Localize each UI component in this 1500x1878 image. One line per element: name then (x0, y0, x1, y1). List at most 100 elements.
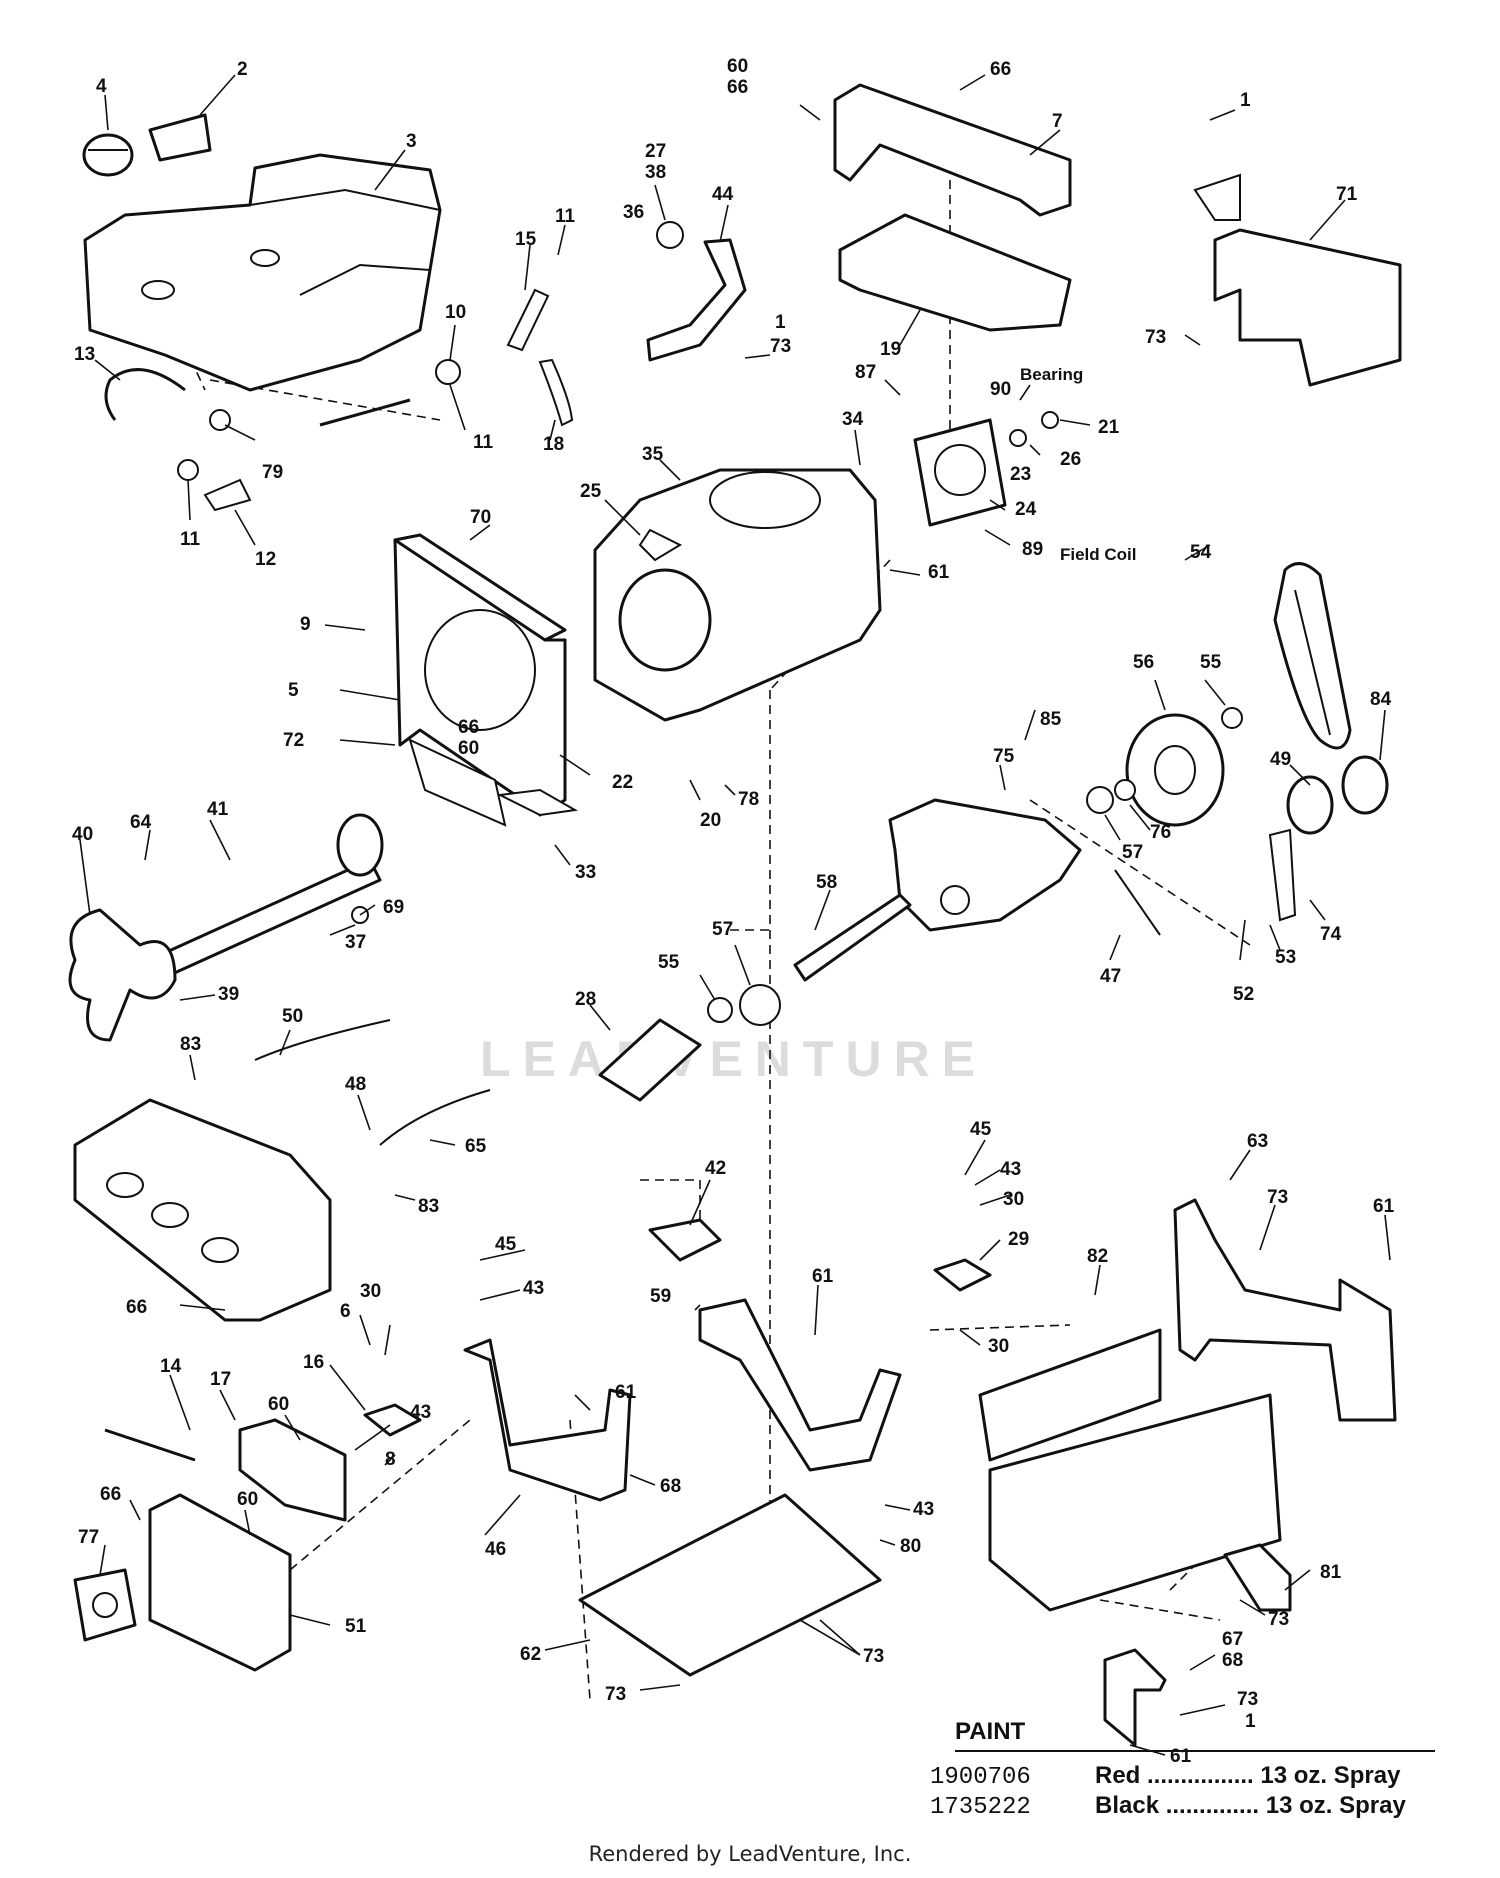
callout: 21 (1098, 417, 1120, 438)
callout: 76 (1150, 822, 1171, 843)
callout: 29 (1008, 1229, 1029, 1250)
frame-59 (698, 1298, 902, 1472)
engine-group (593, 411, 1059, 722)
callout: 87 (855, 362, 876, 383)
callout: 11 (473, 432, 494, 453)
callout: 58 (816, 872, 837, 893)
callout: 20 (700, 810, 721, 831)
callout: 70 (470, 507, 491, 528)
grommet-79 (209, 409, 231, 431)
rail-side (988, 1393, 1282, 1612)
hose-18 (538, 358, 574, 427)
callout: 73 (863, 1646, 884, 1667)
callout: 27 (645, 141, 666, 162)
callout: 19 (880, 339, 901, 360)
fuel-line-13 (104, 368, 186, 421)
callout: 65 (465, 1136, 487, 1157)
callout: 83 (180, 1034, 201, 1055)
frame-group (73, 1198, 1397, 1747)
callout: 73 (1145, 327, 1166, 348)
callout: 53 (1275, 947, 1296, 968)
callout: 61 (1373, 1196, 1395, 1217)
callout: 45 (970, 1119, 992, 1140)
clamp-36 (656, 221, 684, 249)
exhaust-group (646, 221, 747, 362)
callout: 43 (1000, 1159, 1021, 1180)
belt-54 (1273, 562, 1352, 750)
callout: 89 (1022, 539, 1043, 560)
cable-50 (254, 1019, 391, 1061)
rod-70 (393, 533, 567, 642)
paint-desc: Black .............. 13 oz. Spray (1095, 1792, 1406, 1819)
bracket-67 (1103, 1648, 1167, 1747)
callout: 30 (988, 1336, 1009, 1357)
callout: 43 (523, 1278, 544, 1299)
callout: 37 (345, 932, 366, 953)
callout: 1 (1240, 90, 1251, 111)
paint-desc: Red ................ 13 oz. Spray (1095, 1762, 1401, 1789)
bracket-63 (1173, 1198, 1397, 1422)
callout: 7 (1052, 111, 1063, 132)
coupler-28 (598, 1018, 702, 1102)
washer-23 (1009, 429, 1027, 447)
washer-26 (1041, 411, 1059, 429)
callout: 72 (283, 730, 304, 751)
leader-lines (79, 74, 1391, 1756)
callout: 30 (1003, 1189, 1024, 1210)
callout: 62 (520, 1644, 541, 1665)
brackets-top (833, 83, 1402, 387)
callout: 50 (282, 1006, 303, 1027)
callout: 11 (555, 206, 576, 227)
callout: 66 (458, 717, 479, 738)
callout: 73 (1237, 1689, 1258, 1710)
housing-51 (148, 1493, 292, 1672)
callout: 71 (1336, 184, 1358, 205)
bar-14 (104, 1428, 196, 1462)
callout: 60 (237, 1489, 258, 1510)
callout: 68 (1222, 1650, 1243, 1671)
callout: 69 (383, 897, 404, 918)
callout: 44 (712, 184, 734, 205)
impeller-group (68, 813, 384, 1042)
callout: 36 (623, 202, 644, 223)
callout: 5 (288, 680, 299, 701)
callout: 64 (130, 812, 152, 833)
exhaust-pipe (646, 238, 747, 362)
impeller-40 (68, 908, 177, 1042)
callout: 13 (74, 344, 95, 365)
clamp-11 (177, 459, 199, 481)
callout: 56 (1133, 652, 1154, 673)
driveshaft-41 (158, 858, 382, 977)
fuel-tank-bracket (148, 113, 212, 162)
callout: 73 (770, 336, 791, 357)
callout: 1 (1245, 1711, 1256, 1732)
callout: 66 (727, 77, 748, 98)
hose-15 (506, 288, 550, 352)
frame-46 (463, 1338, 632, 1502)
callout: 66 (126, 1297, 147, 1318)
callout: 55 (658, 952, 680, 973)
washer-55 (1221, 707, 1243, 729)
callout: 30 (360, 1281, 381, 1302)
callout: 26 (1060, 449, 1081, 470)
callout: 16 (303, 1352, 324, 1373)
bracket-42 (648, 1218, 722, 1262)
callout: 60 (727, 56, 748, 77)
callout: 39 (218, 984, 239, 1005)
fuel-tank-group (82, 113, 574, 512)
fuel-cap (82, 133, 134, 177)
callout: 48 (345, 1074, 366, 1095)
callout: 59 (650, 1286, 671, 1307)
callout: 6 (340, 1301, 351, 1322)
callout: 45 (495, 1234, 517, 1255)
callout: 10 (445, 302, 466, 323)
callout: 51 (345, 1616, 367, 1637)
callout: 80 (900, 1536, 921, 1557)
callout: 84 (1370, 689, 1392, 710)
callout: 1 (775, 312, 786, 333)
callout: 4 (96, 76, 107, 97)
callout: 14 (160, 1356, 182, 1377)
